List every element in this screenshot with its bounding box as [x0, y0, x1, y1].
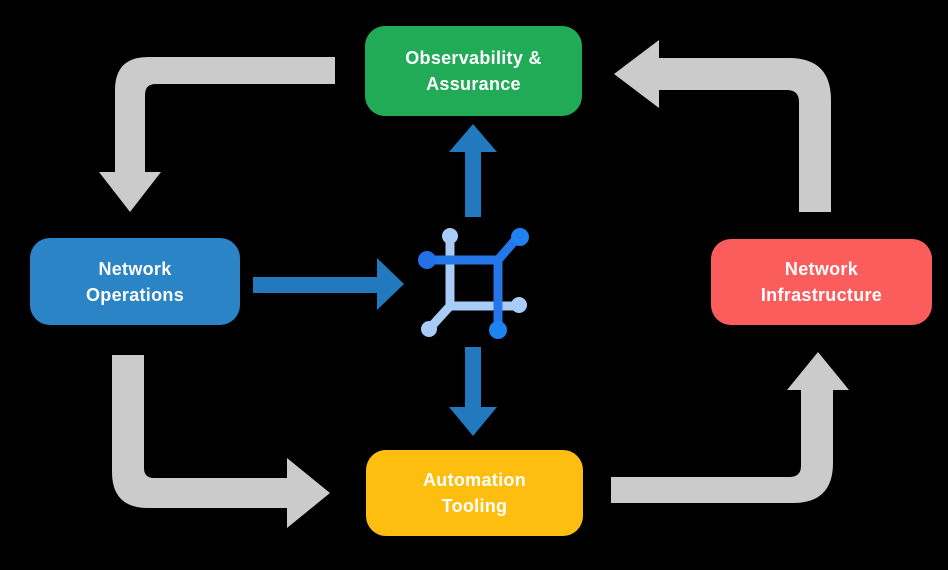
cycle-arrow-infrastructure-to-assurance — [614, 40, 831, 212]
node-observability-assurance: Observability & Assurance — [365, 26, 582, 116]
icon-dark-branches — [418, 228, 529, 339]
node-automation-tooling: Automation Tooling — [366, 450, 583, 536]
network-platform-icon — [418, 228, 529, 339]
cycle-arrow-operations-to-tooling — [112, 355, 330, 528]
flow-arrow-operations-to-platform — [253, 258, 404, 310]
flow-arrow-platform-to-assurance — [449, 124, 497, 217]
node-automation-tooling-label: Automation Tooling — [423, 470, 526, 516]
node-network-operations-label: Network Operations — [85, 258, 185, 305]
cycle-arrow-tooling-to-infrastructure — [611, 352, 849, 503]
node-network-operations: Network Operations — [30, 238, 240, 325]
node-observability-assurance-label: Observability & Assurance — [405, 48, 542, 94]
cycle-arrow-assurance-to-operations — [99, 57, 335, 212]
flow-arrow-platform-to-tooling — [449, 347, 497, 436]
node-network-infrastructure-label: Network Infrastructure — [760, 259, 883, 305]
node-network-infrastructure: Network Infrastructure — [711, 239, 932, 325]
